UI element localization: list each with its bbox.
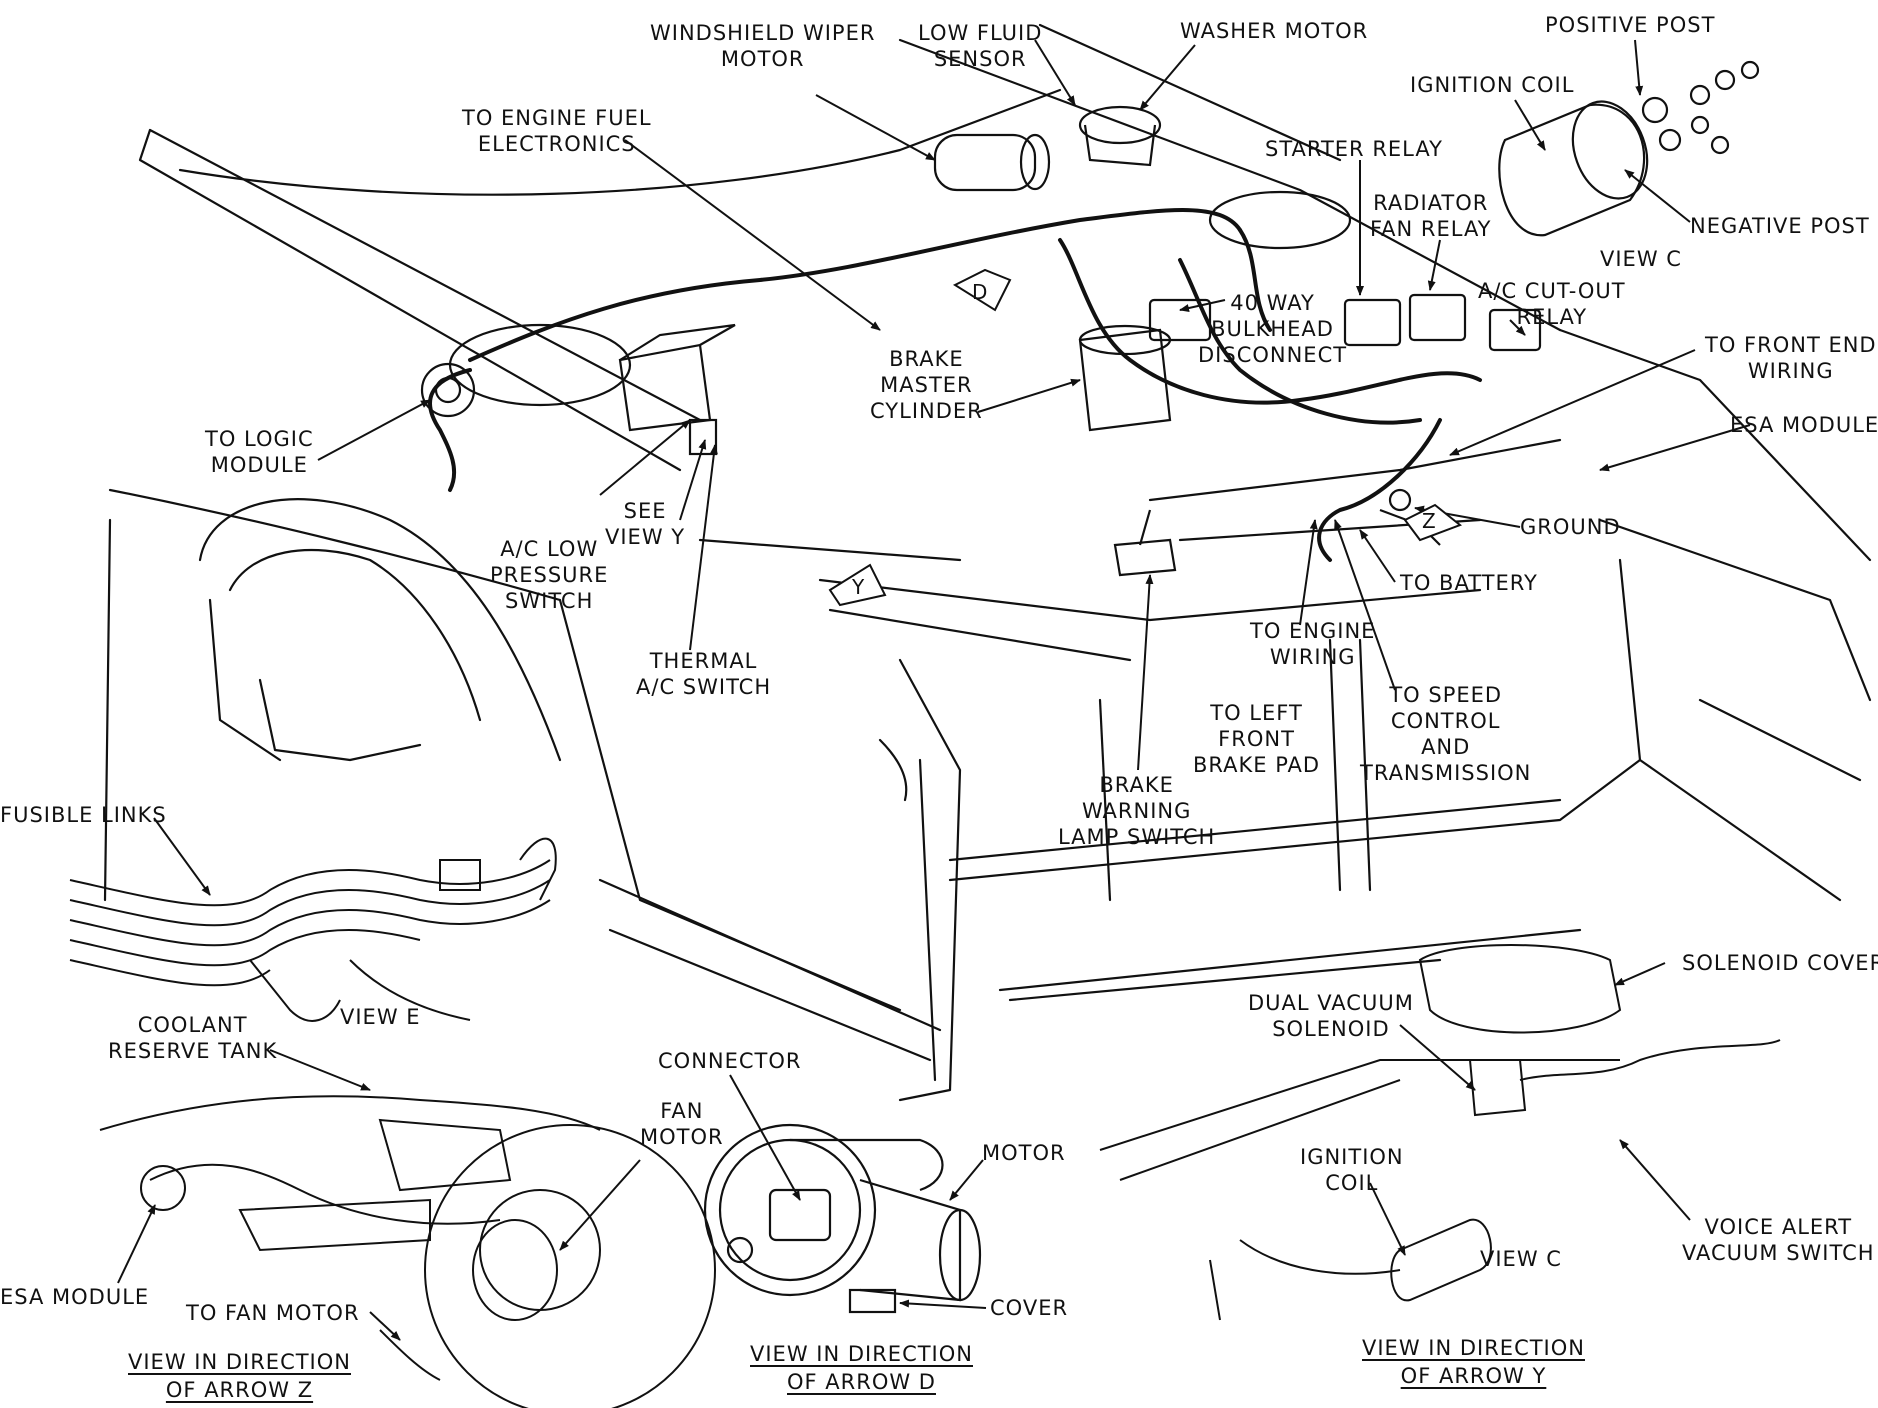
label-positive-post: POSITIVE POST [1545,13,1716,37]
label-low-fluid-sensor: LOW FLUID SENSOR [918,21,1043,71]
arrow-marker-d: D [952,268,1012,312]
label-motor: MOTOR [982,1141,1066,1165]
components [420,60,1760,577]
caption-arrow-y: VIEW IN DIRECTION OF ARROW Y [1362,1336,1585,1388]
label-brake-warning-lamp-switch: BRAKE WARNING LAMP SWITCH [1058,773,1216,849]
wiring-harness [428,208,1482,562]
label-view-e: VIEW E [340,1005,421,1029]
label-dual-vacuum-solenoid: DUAL VACUUM SOLENOID [1248,991,1414,1041]
inset-arrow-d [703,1123,982,1314]
label-to-left-front-brake-pad: TO LEFT FRONT BRAKE PAD [1193,701,1321,777]
label-esa-module-right: ESA MODULE [1730,413,1878,437]
label-fan-motor: FAN MOTOR [640,1099,724,1149]
label-esa-module-left: ESA MODULE [0,1285,150,1309]
label-ac-cutout-relay: A/C CUT-OUT RELAY [1478,279,1626,329]
svg-text:Z: Z [1422,509,1436,533]
label-cover: COVER [990,1296,1069,1320]
wiper-motor-body [933,133,1037,192]
label-40-way-bulkhead: 40 WAY BULKHEAD DISCONNECT [1198,291,1348,367]
arrow-marker-y: Y [828,563,887,607]
label-connector: CONNECTOR [658,1049,802,1073]
label-brake-master-cylinder: BRAKE MASTER CYLINDER [870,347,983,423]
label-fusible-links: FUSIBLE LINKS [0,803,167,827]
label-to-engine-fuel-electronics: TO ENGINE FUEL ELECTRONICS [462,106,652,156]
svg-text:D: D [972,280,987,304]
car-body [103,23,1872,1102]
label-view-c-top: VIEW C [1600,247,1682,271]
label-negative-post: NEGATIVE POST [1690,214,1870,238]
label-to-logic-module: TO LOGIC MODULE [205,427,314,477]
label-to-engine-wiring: TO ENGINE WIRING [1250,619,1376,669]
label-to-fan-motor: TO FAN MOTOR [186,1301,360,1325]
leader-lines [117,39,1751,1341]
inset-arrow-y [1099,944,1781,1321]
label-to-front-end-wiring: TO FRONT END WIRING [1705,333,1877,383]
label-solenoid-cover: SOLENOID COVER [1682,951,1878,975]
label-washer-motor: WASHER MOTOR [1180,19,1369,43]
label-windshield-wiper-motor: WINDSHIELD WIPER MOTOR [650,21,876,71]
label-coolant-reserve-tank: COOLANT RESERVE TANK [108,1013,278,1063]
label-thermal-ac-switch: THERMAL A/C SWITCH [636,649,772,699]
caption-arrow-z: VIEW IN DIRECTION OF ARROW Z [128,1350,351,1402]
label-ignition-coil-top: IGNITION COIL [1410,73,1575,97]
svg-text:Y: Y [851,575,865,599]
label-to-battery: TO BATTERY [1400,571,1538,595]
label-voice-alert-vacuum-switch: VOICE ALERT VACUUM SWITCH [1682,1215,1875,1265]
label-see-view-y: SEE VIEW Y [605,499,686,549]
inset-view-e [69,837,557,1022]
label-radiator-fan-relay: RADIATOR FAN RELAY [1370,191,1492,241]
label-to-speed-control: TO SPEED CONTROL AND TRANSMISSION [1360,683,1532,785]
caption-arrow-d: VIEW IN DIRECTION OF ARROW D [750,1342,973,1394]
label-starter-relay: STARTER RELAY [1265,137,1443,161]
label-view-c-bottom: VIEW C [1480,1247,1562,1271]
arrow-marker-z: Z [1403,503,1462,542]
label-ac-low-pressure-switch: A/C LOW PRESSURE SWITCH [490,537,609,613]
label-ignition-coil-bottom: IGNITION COIL [1300,1145,1404,1195]
inset-arrow-z [99,1095,716,1408]
label-ground: GROUND [1520,515,1621,539]
